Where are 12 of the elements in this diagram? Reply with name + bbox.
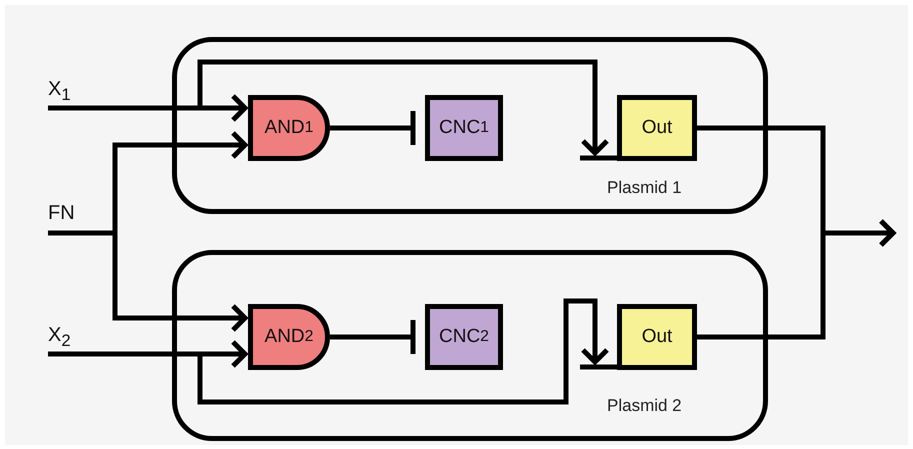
output-box: Out bbox=[617, 95, 697, 161]
plasmid-box bbox=[172, 250, 768, 441]
plasmid-label: Plasmid 1 bbox=[607, 178, 682, 198]
repression-line bbox=[330, 318, 416, 356]
output-box: Out bbox=[617, 304, 697, 370]
plasmid-label: Plasmid 2 bbox=[607, 396, 682, 416]
input-label: X$_{2}$ bbox=[48, 324, 71, 351]
repression-line bbox=[330, 108, 416, 148]
input-label: X$_{1}$ bbox=[48, 78, 71, 105]
arrow bbox=[697, 218, 896, 340]
input-label: FN bbox=[48, 202, 75, 225]
plasmid-box bbox=[172, 37, 768, 214]
